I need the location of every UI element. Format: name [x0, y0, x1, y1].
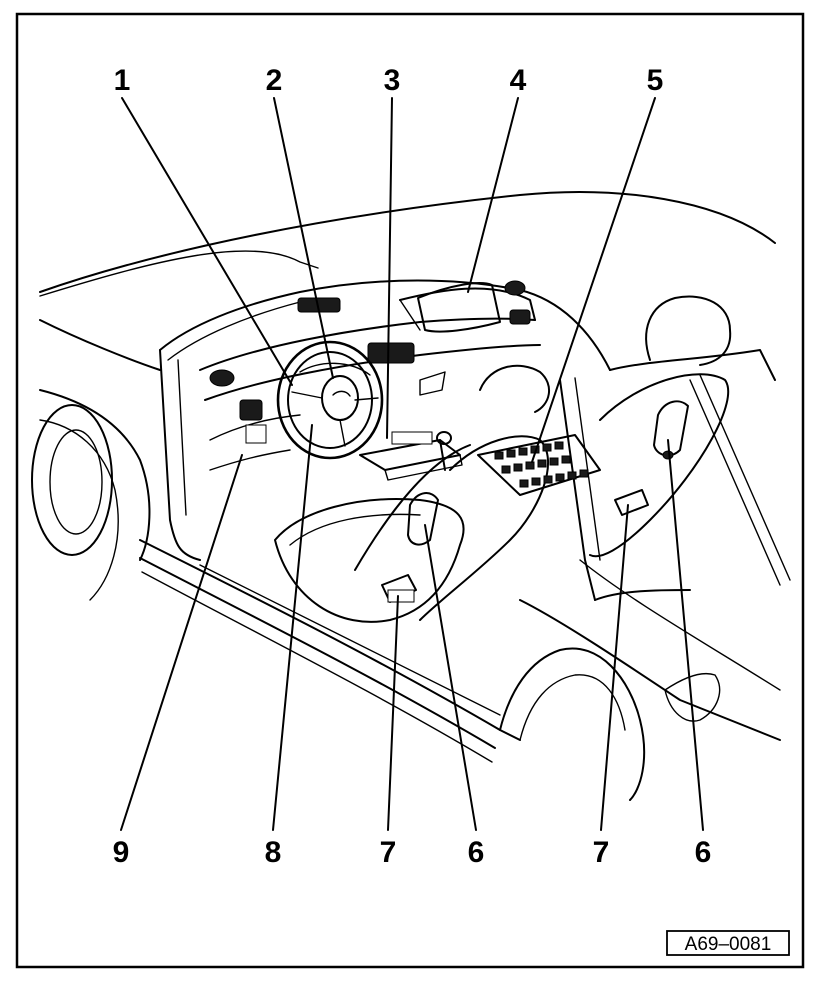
callout-5: 5 [647, 64, 664, 97]
callout-7-right: 7 [593, 836, 610, 869]
leader-4 [467, 97, 519, 293]
leader-7-right [600, 504, 629, 831]
car-illustration [31, 191, 791, 801]
callout-9: 9 [113, 836, 130, 869]
leader-6-left [424, 524, 477, 831]
switch-panel [494, 441, 589, 488]
reference-code-box [666, 930, 790, 956]
diagram-frame [15, 12, 805, 969]
callout-6-right: 6 [695, 836, 712, 869]
callout-3: 3 [384, 64, 401, 97]
leader-lines [120, 97, 704, 831]
reference-code: A69–0081 [685, 934, 772, 955]
callout-6-left: 6 [468, 836, 485, 869]
callout-8: 8 [265, 836, 282, 869]
leader-2 [273, 97, 334, 379]
callout-4: 4 [510, 64, 527, 97]
leader-9 [120, 454, 243, 831]
callout-1: 1 [114, 64, 131, 97]
leader-7-left [387, 595, 399, 831]
leader-6-right [667, 439, 704, 831]
leader-1 [121, 97, 293, 386]
callouts: 1 2 3 4 5 9 8 7 6 7 6 [113, 64, 712, 869]
leader-8 [272, 424, 313, 831]
callout-2: 2 [266, 64, 283, 97]
leader-5 [531, 97, 656, 463]
callout-7-left: 7 [380, 836, 397, 869]
leader-3 [386, 97, 393, 439]
